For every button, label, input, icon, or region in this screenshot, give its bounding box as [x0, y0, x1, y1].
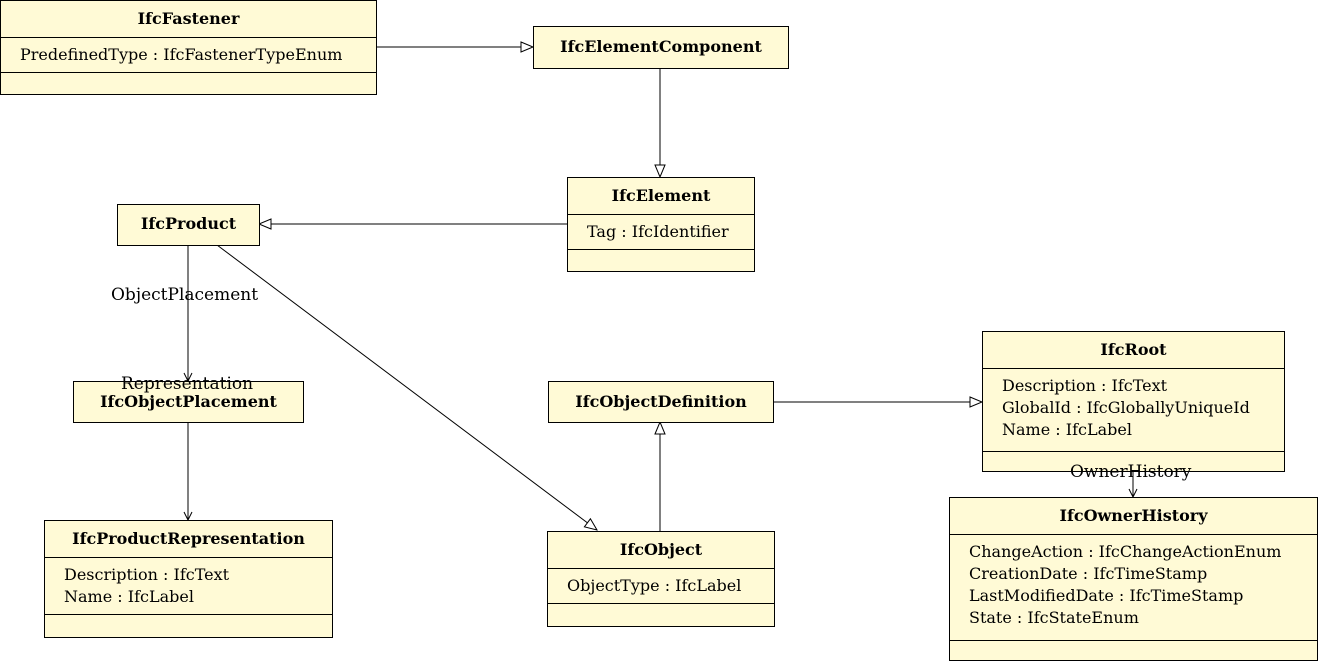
attribute: Name : IfcLabel	[1002, 420, 1132, 439]
attribute: State : IfcStateEnum	[969, 608, 1139, 627]
class-name: IfcOwnerHistory	[1059, 506, 1208, 525]
association-label-representation: Representation	[121, 374, 254, 394]
class-ifc-object[interactable]: IfcObject ObjectType : IfcLabel	[547, 531, 775, 627]
class-ifc-element-component[interactable]: IfcElementComponent	[533, 26, 789, 69]
class-ifc-object-definition[interactable]: IfcObjectDefinition	[548, 381, 774, 423]
operation-compartment	[548, 603, 774, 604]
attribute-list: ObjectType : IfcLabel	[548, 568, 774, 603]
attribute: ChangeAction : IfcChangeActionEnum	[969, 542, 1282, 561]
class-name: IfcProduct	[140, 214, 237, 233]
attribute: LastModifiedDate : IfcTimeStamp	[969, 586, 1244, 605]
generalization-product-object	[216, 244, 597, 530]
attribute-list: Description : IfcText Name : IfcLabel	[45, 557, 332, 614]
attribute: Tag : IfcIdentifier	[587, 222, 729, 241]
class-name: IfcObjectPlacement	[100, 392, 277, 411]
attribute-list: Tag : IfcIdentifier	[568, 214, 754, 249]
class-ifc-object-placement[interactable]: IfcObjectPlacement	[73, 381, 304, 423]
attribute: Description : IfcText	[1002, 376, 1168, 395]
class-name: IfcObject	[619, 540, 703, 559]
operation-compartment	[950, 640, 1317, 641]
attribute: Name : IfcLabel	[64, 587, 194, 606]
class-ifc-product-representation[interactable]: IfcProductRepresentation Description : I…	[44, 520, 333, 638]
class-name: IfcElement	[611, 186, 711, 205]
class-ifc-element[interactable]: IfcElement Tag : IfcIdentifier	[567, 177, 755, 272]
operation-compartment	[1, 72, 376, 73]
class-name: IfcFastener	[137, 9, 240, 28]
association-label-owner-history: OwnerHistory	[1070, 462, 1192, 482]
attribute: PredefinedType : IfcFastenerTypeEnum	[20, 45, 343, 64]
attribute-list: PredefinedType : IfcFastenerTypeEnum	[1, 37, 376, 72]
class-name: IfcObjectDefinition	[575, 392, 747, 411]
attribute-list: ChangeAction : IfcChangeActionEnum Creat…	[950, 534, 1317, 640]
attribute: CreationDate : IfcTimeStamp	[969, 564, 1208, 583]
attribute: ObjectType : IfcLabel	[567, 576, 742, 595]
attribute: GlobalId : IfcGloballyUniqueId	[1002, 398, 1250, 417]
class-ifc-owner-history[interactable]: IfcOwnerHistory ChangeAction : IfcChange…	[949, 497, 1318, 661]
class-name: IfcProductRepresentation	[72, 529, 305, 548]
operation-compartment	[45, 614, 332, 615]
operation-compartment	[568, 249, 754, 250]
class-ifc-fastener[interactable]: IfcFastener PredefinedType : IfcFastener…	[0, 0, 377, 95]
class-name: IfcElementComponent	[560, 37, 762, 56]
class-ifc-root[interactable]: IfcRoot Description : IfcText GlobalId :…	[982, 331, 1285, 472]
attribute: Description : IfcText	[64, 565, 230, 584]
class-name: IfcRoot	[1100, 340, 1167, 359]
attribute-list: Description : IfcText GlobalId : IfcGlob…	[983, 368, 1284, 451]
operation-compartment	[983, 451, 1284, 452]
association-label-object-placement: ObjectPlacement	[111, 285, 259, 305]
class-ifc-product[interactable]: IfcProduct	[117, 204, 260, 246]
